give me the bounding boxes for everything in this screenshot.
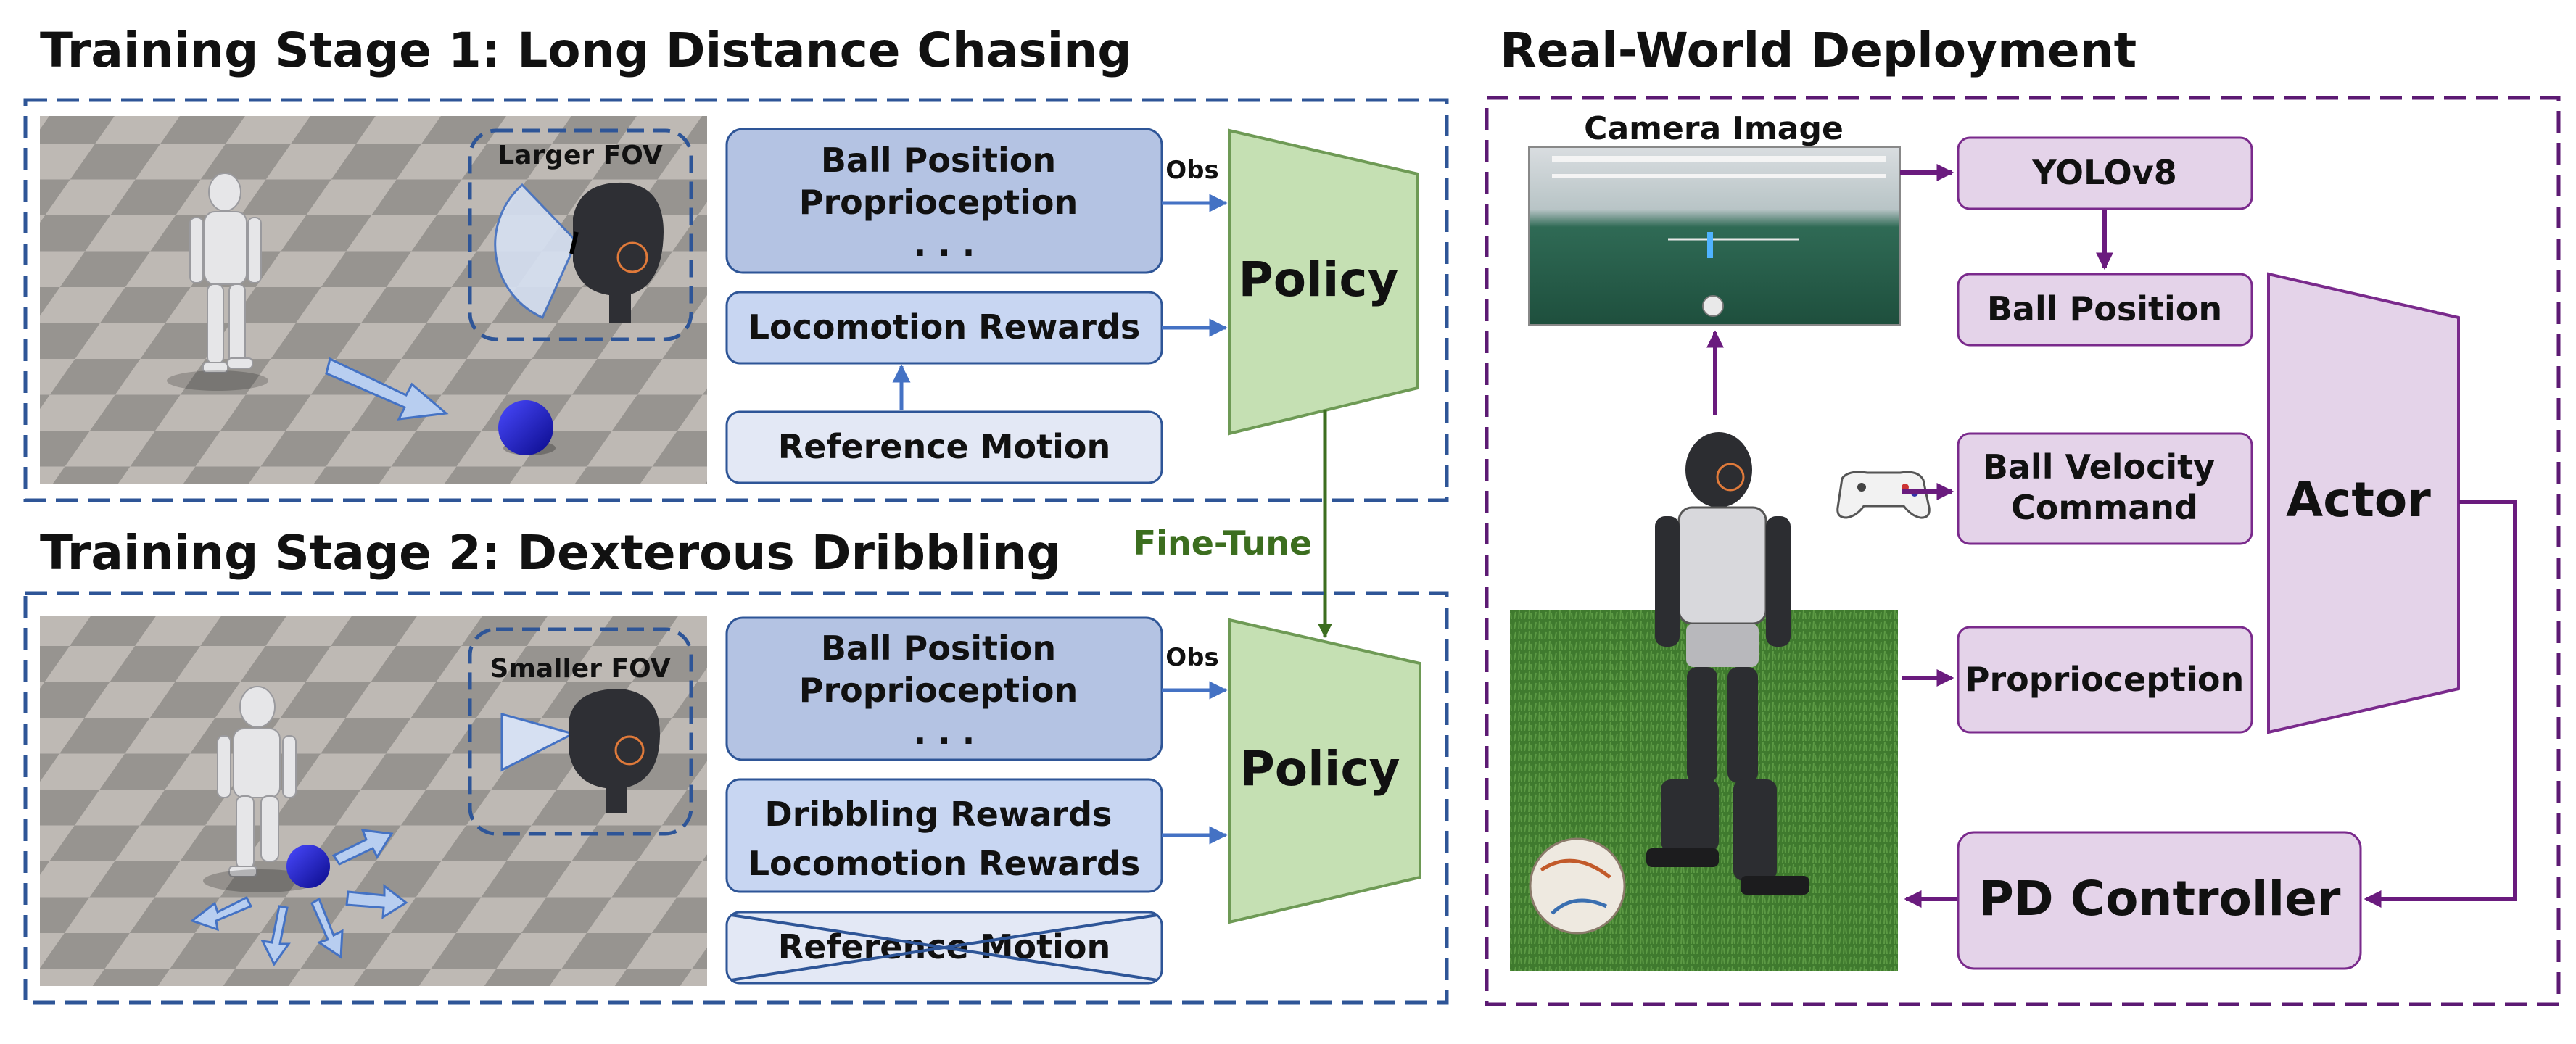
camera-image-label: Camera Image [1584,110,1844,147]
stage2-locomotion-rewards-label: Locomotion Rewards [748,844,1141,883]
stage2-fov-inset [468,627,693,836]
actor-label: Actor [2286,472,2431,528]
stage2-fov-label: Smaller FOV [490,654,670,684]
yolo-box [1957,136,2253,210]
stage2-policy-label: Policy [1239,741,1400,797]
fov-cone-icon [500,713,577,772]
ball-velocity-label: Ball Velocity [1983,447,2215,486]
deployment-title: Real-World Deployment [1500,22,2137,78]
pd-controller-label: PD Controller [1979,871,2341,927]
stage1-fov-inset [468,128,693,341]
finetune-label: Fine-Tune [1134,523,1313,563]
stage1-section: Training Stage 1: Long Distance Chasing [23,22,1449,502]
stage2-obs-line1: Ball Position [821,629,1056,668]
humanoid-robot-icon [1646,432,1809,895]
ball-position-box [1957,273,2253,347]
stage2-policy-block [1228,618,1421,924]
stage2-dribbling-rewards-label: Dribbling Rewards [765,795,1112,834]
proprioception-label: Proprioception [1965,660,2245,699]
yolo-label: YOLOv8 [2031,153,2177,192]
stage1-sim-image: Larger FOV [40,116,707,484]
dribble-direction-arrows-icon [189,829,408,966]
robot-head-icon [569,182,664,323]
ball-position-label: Ball Position [1987,289,2222,328]
svg-text:Dribbling Rewards Locomo: Dribbling Rewards Locomotion Rewards [748,795,1141,883]
stage1-obs-label: Obs [1165,156,1218,185]
stage1-reference-motion-label: Reference Motion [778,427,1110,466]
stage2-section: Training Stage 2: Dexterous Dribbling [23,525,1449,1005]
pd-controller-box [1957,831,2362,970]
direction-arrow-icon [325,357,449,420]
stage1-obs-box [725,128,1163,274]
ball-icon [498,400,553,455]
humanoid-robot-icon [217,686,297,877]
deployment-section: Real-World Deployment Camera Image [1485,22,2561,1006]
cross-out-line [730,914,1158,982]
stage2-frame [23,591,1449,1005]
stage1-reference-motion-box [725,410,1163,484]
stage1-policy-block [1228,128,1419,436]
stage1-policy-label: Policy [1238,252,1398,307]
humanoid-robot-icon [189,173,262,373]
gamepad-icon [1836,471,1931,519]
stage1-frame [23,98,1449,502]
proprioception-box [1957,626,2253,734]
finetune-connector: Fine-Tune [1134,410,1332,638]
ball-icon [286,845,330,888]
actor-block [2267,272,2460,734]
stage2-sim-image: Smaller FOV [40,616,707,986]
stage1-obs-line2: Proprioception [799,183,1078,222]
stage1-obs-line1: Ball Position [821,141,1056,180]
stage2-obs-label: Obs [1165,643,1218,672]
svg-text:Ball Position Propriocep: Ball Position Proprioception . . . [799,629,1090,752]
stage1-title: Training Stage 1: Long Distance Chasing [40,22,1132,78]
fov-cone-icon [494,183,578,319]
stage2-title: Training Stage 2: Dexterous Dribbling [40,525,1061,581]
stage1-obs-line3: . . . [914,225,975,264]
ball-velocity-command-box [1957,432,2253,545]
stage1-locomotion-rewards-label: Locomotion Rewards [748,307,1141,347]
actor-to-pd-arrow [2364,500,2517,908]
svg-text:Ball Position Propriocep: Ball Position Proprioception . . . [799,141,1090,264]
robot-head-icon [569,689,660,813]
stage2-obs-line3: . . . [914,713,975,752]
stage1-fov-label: Larger FOV [498,141,663,170]
stage2-obs-line2: Proprioception [799,671,1078,710]
command-label: Command [2011,488,2198,527]
camera-image [1528,146,1901,326]
svg-text:Ball Velocity Command: Ball Velocity Command [1983,447,2226,527]
